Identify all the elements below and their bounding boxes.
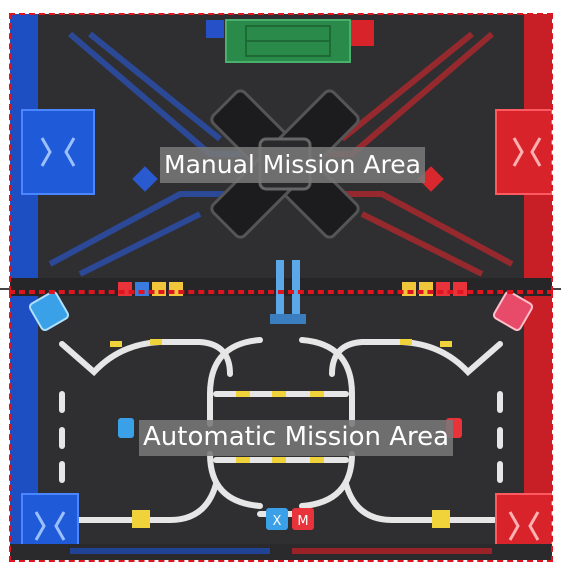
blue-base-top	[21, 109, 95, 195]
blue-side-robot	[118, 418, 134, 438]
red-base-top	[495, 109, 552, 195]
blue-x-marker-text: X	[273, 514, 282, 529]
red-corner-robot	[492, 290, 534, 332]
red-base-bottom-icon	[508, 511, 540, 541]
red-corner-square	[350, 20, 374, 46]
bottom-strip-red	[292, 548, 492, 554]
field-artwork: X M	[10, 14, 552, 560]
blue-base-top-icon	[40, 137, 76, 167]
yellow-block-left	[132, 510, 150, 528]
blue-corner-robot	[28, 290, 70, 332]
red-m-marker	[292, 508, 314, 530]
blue-x-marker	[266, 508, 288, 530]
bottom-strip-blue	[70, 548, 270, 554]
track-yellow-accents	[110, 339, 452, 463]
automatic-area-label: Automatic Mission Area	[139, 420, 454, 456]
manual-area-label: Manual Mission Area	[160, 147, 425, 183]
red-m-marker-text: M	[297, 514, 308, 529]
yellow-block-right	[432, 510, 450, 528]
game-field: X M Manual Mission Area Automatic Missio…	[10, 14, 552, 560]
red-base-top-icon	[512, 137, 542, 167]
blue-corner-square	[206, 20, 224, 38]
green-zone-pattern	[245, 25, 331, 57]
blue-base-bottom-icon	[34, 511, 66, 541]
